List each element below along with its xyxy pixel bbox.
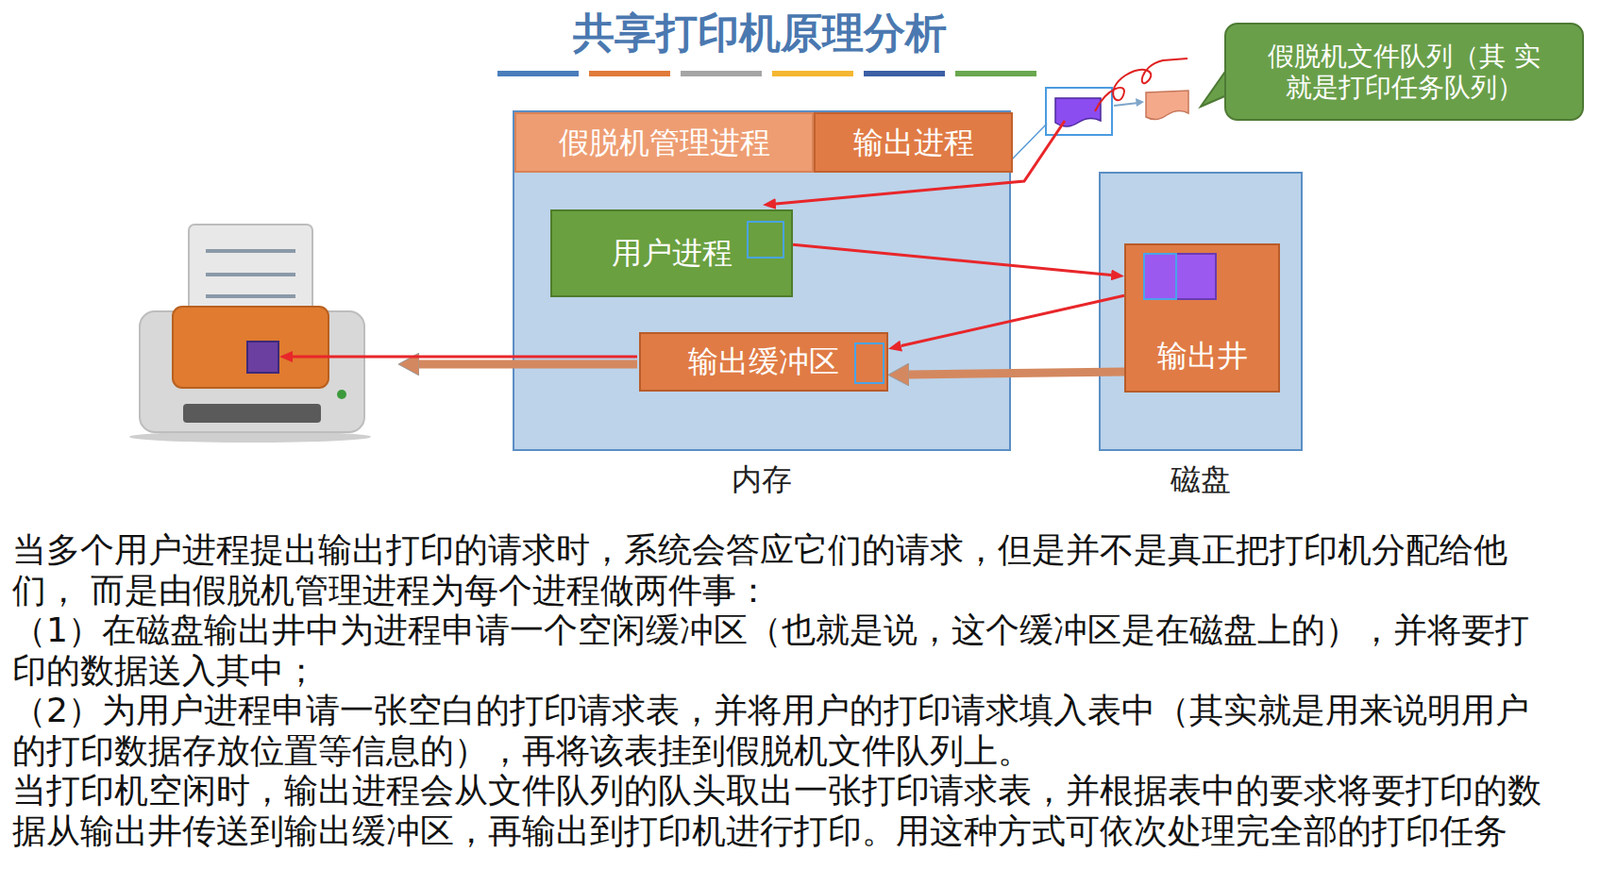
paper-line bbox=[205, 294, 296, 299]
connector-arrow bbox=[901, 295, 1125, 346]
title: 共享打印机原理分析 bbox=[476, 5, 1044, 62]
box-label: 假脱机文件队列（其 实就是打印任务队列） bbox=[1262, 40, 1547, 104]
process-header: 输出进程 bbox=[813, 112, 1013, 173]
printer-top bbox=[172, 306, 329, 388]
print-arrow bbox=[292, 355, 638, 359]
paper-slot bbox=[183, 404, 321, 423]
bar bbox=[589, 70, 671, 77]
memory-region: 内存假脱机管理进程输出进程用户进程输出缓冲区 bbox=[512, 110, 1011, 452]
spool-box: 输出井 bbox=[1124, 243, 1280, 393]
disk-region: 磁盘输出井 bbox=[1098, 171, 1303, 452]
title-underline bbox=[497, 70, 1037, 77]
callout-bubble: 假脱机文件队列（其 实就是打印任务队列） bbox=[1224, 22, 1584, 121]
process-header: 假脱机管理进程 bbox=[514, 112, 814, 173]
bar bbox=[955, 70, 1037, 77]
connector-arrow bbox=[792, 244, 1112, 275]
print-data bbox=[247, 341, 279, 373]
printer-icon bbox=[129, 224, 371, 443]
data-block bbox=[1143, 252, 1217, 301]
leader-line bbox=[1010, 123, 1047, 161]
note-block: 当多个用户进程提出输出打印的请求时，系统会答应它们的请求，但是并不是真正把打印机… bbox=[12, 530, 1561, 852]
bar bbox=[772, 70, 854, 77]
box-label: 输出井 bbox=[1157, 337, 1248, 374]
connector-arrow bbox=[909, 371, 1125, 375]
box-label: 输出缓冲区 bbox=[688, 343, 840, 380]
box-label: 输出进程 bbox=[853, 124, 975, 161]
box-label: 假脱机管理进程 bbox=[558, 124, 771, 161]
scribble bbox=[1094, 58, 1188, 112]
box-label: 用户进程 bbox=[611, 235, 733, 271]
queue-link-head bbox=[1135, 98, 1145, 107]
flow-arrow bbox=[419, 360, 638, 370]
data-block bbox=[746, 220, 785, 259]
queue-doc bbox=[1055, 98, 1101, 127]
bar bbox=[680, 70, 762, 77]
queue-doc bbox=[1145, 90, 1189, 120]
region-label: 磁盘 bbox=[1100, 461, 1301, 498]
process-box: 用户进程 bbox=[550, 209, 793, 298]
bar bbox=[497, 70, 579, 77]
note-text: 当打印机空闲时，输出进程会从文件队列的队头取出一张打印请求表，并根据表中的要求将… bbox=[12, 771, 1561, 852]
bar bbox=[863, 70, 945, 77]
queue-arrow bbox=[775, 120, 1065, 204]
queue-frame bbox=[1045, 87, 1112, 135]
region-label: 内存 bbox=[514, 461, 1010, 498]
queue-icons bbox=[1045, 58, 1189, 135]
paper-line bbox=[205, 272, 296, 277]
layout-lines bbox=[292, 120, 1065, 365]
data-block bbox=[854, 342, 885, 385]
paper-line bbox=[205, 249, 296, 253]
note-text: 当多个用户进程提出输出打印的请求时，系统会答应它们的请求，但是并不是真正把打印机… bbox=[12, 530, 1561, 611]
data-block bbox=[1143, 252, 1178, 301]
buffer-box: 输出缓冲区 bbox=[639, 332, 889, 392]
edges bbox=[792, 244, 1125, 375]
note-text: （1）在磁盘输出井中为进程申请一个空闲缓冲区（也就是说，这个缓冲区是在磁盘上的）… bbox=[12, 610, 1561, 691]
queue-link bbox=[1113, 102, 1139, 106]
power-light bbox=[336, 389, 347, 400]
note-text: （2）为用户进程申请一张空白的打印请求表，并将用户的打印请求填入表中（其实就是用… bbox=[12, 690, 1561, 772]
